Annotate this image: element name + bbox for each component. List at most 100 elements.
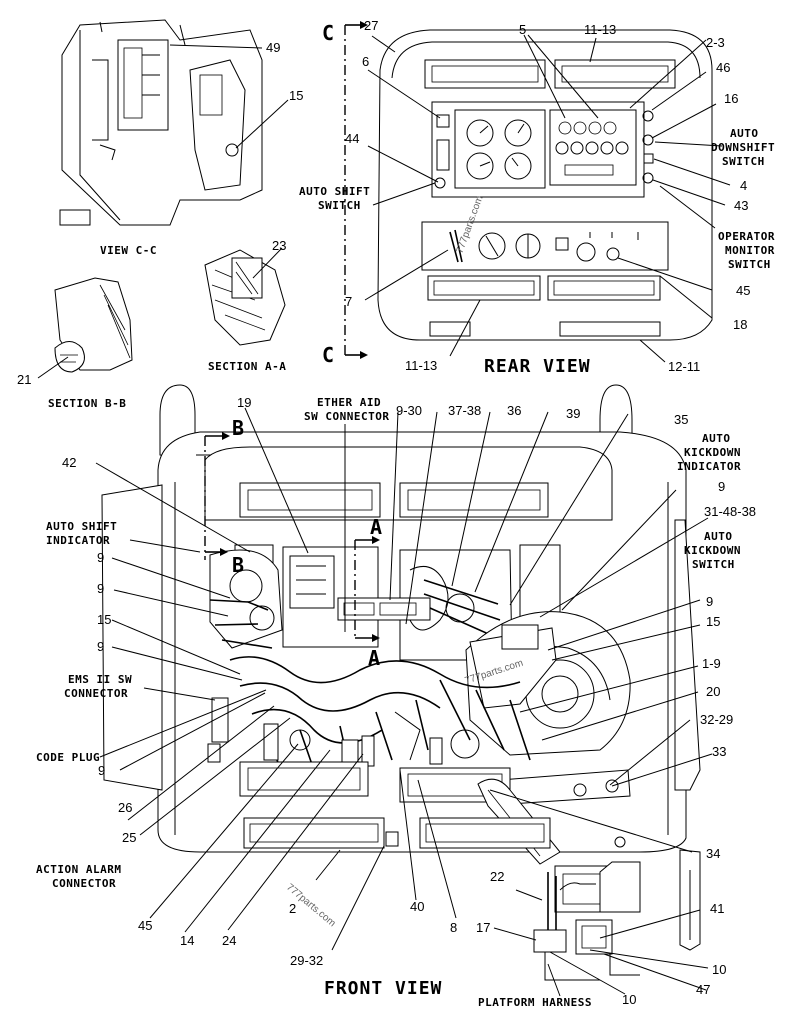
- callout-25: 25: [122, 830, 136, 845]
- callout-45-rear: 45: [736, 283, 750, 298]
- note-action-alarm-2: CONNECTOR: [52, 877, 116, 890]
- section-line-cc: C C: [322, 21, 368, 367]
- callout-9-right-top: 9: [718, 479, 725, 494]
- callout-numbers: 49 15 23 21 27 5 11-13 6 2-3 46 16 44 4 …: [17, 18, 756, 1007]
- callout-1-9: 1-9: [702, 656, 721, 671]
- callout-22: 22: [490, 869, 504, 884]
- front-view-drawing: [101, 384, 701, 981]
- callout-5: 5: [519, 22, 526, 37]
- note-auto-shift-switch-1: AUTO SHIFT: [299, 185, 370, 198]
- callout-9-left-a: 9: [97, 550, 104, 565]
- callout-29-32: 29-32: [290, 953, 323, 968]
- callout-2: 2: [289, 901, 296, 916]
- callout-35: 35: [674, 412, 688, 427]
- note-platform-harness: PLATFORM HARNESS: [478, 996, 592, 1009]
- note-operator-monitor-3: SWITCH: [728, 258, 771, 271]
- callout-11-13-bottom: 11-13: [405, 358, 437, 373]
- note-auto-kickdown-sw-1: AUTO: [704, 530, 733, 543]
- section-mark-c-bottom: C: [322, 343, 334, 367]
- note-auto-shift-ind-1: AUTO SHIFT: [46, 520, 117, 533]
- callout-24: 24: [222, 933, 236, 948]
- section-line-aa: A A: [354, 515, 382, 670]
- callout-31-48-38: 31-48-38: [704, 504, 756, 519]
- callout-9-30: 9-30: [396, 403, 422, 418]
- section-line-bb: B B: [204, 416, 244, 577]
- rear-view-drawing: [377, 29, 713, 341]
- callout-33: 33: [712, 744, 726, 759]
- callout-37-38: 37-38: [448, 403, 481, 418]
- title-section-aa: SECTION A-A: [208, 360, 286, 373]
- callout-9-left-c: 9: [97, 639, 104, 654]
- callout-15-left: 15: [97, 612, 111, 627]
- callout-45-front: 45: [138, 918, 152, 933]
- note-ems-2: CONNECTOR: [64, 687, 128, 700]
- callout-32-29: 32-29: [700, 712, 733, 727]
- callout-23: 23: [272, 238, 286, 253]
- leader-lines: [37, 34, 731, 997]
- callout-15-right: 15: [706, 614, 720, 629]
- callout-39: 39: [566, 406, 580, 421]
- callout-20: 20: [706, 684, 720, 699]
- section-aa-drawing: [204, 249, 286, 346]
- note-auto-shift-switch-2: SWITCH: [318, 199, 361, 212]
- note-auto-kickdown-ind-3: INDICATOR: [677, 460, 741, 473]
- callout-44: 44: [345, 131, 359, 146]
- note-auto-shift-ind-2: INDICATOR: [46, 534, 110, 547]
- note-action-alarm-1: ACTION ALARM: [36, 863, 121, 876]
- section-mark-a-top: A: [370, 515, 382, 539]
- callout-8: 8: [450, 920, 457, 935]
- note-ether-aid-2: SW CONNECTOR: [304, 410, 389, 423]
- title-section-bb: SECTION B-B: [48, 397, 126, 410]
- callout-14: 14: [180, 933, 194, 948]
- callout-42: 42: [62, 455, 76, 470]
- note-ems-1: EMS II SW: [68, 673, 132, 686]
- section-mark-c-top: C: [322, 21, 334, 45]
- callout-2-3: 2-3: [706, 35, 725, 50]
- callout-10-right: 10: [712, 962, 726, 977]
- callout-7: 7: [345, 294, 352, 309]
- callout-17: 17: [476, 920, 490, 935]
- view-titles: VIEW C-C SECTION A-A SECTION B-B REAR VI…: [48, 244, 591, 999]
- callout-11-13-top: 11-13: [584, 22, 616, 37]
- note-ether-aid-1: ETHER AID: [317, 396, 381, 409]
- note-auto-downshift-3: SWITCH: [722, 155, 765, 168]
- callout-26: 26: [118, 800, 132, 815]
- section-bb-drawing: [54, 277, 133, 373]
- callout-46: 46: [716, 60, 730, 75]
- title-front-view: FRONT VIEW: [324, 978, 442, 999]
- note-auto-downshift-2: DOWNSHIFT: [711, 141, 775, 154]
- note-auto-kickdown-sw-3: SWITCH: [692, 558, 735, 571]
- section-mark-b-bottom: B: [232, 553, 244, 577]
- title-rear-view: REAR VIEW: [484, 356, 591, 377]
- note-auto-kickdown-ind-2: KICKDOWN: [684, 446, 741, 459]
- callout-27: 27: [364, 18, 378, 33]
- note-operator-monitor-2: MONITOR: [725, 244, 775, 257]
- callout-41: 41: [710, 901, 724, 916]
- callout-34: 34: [706, 846, 720, 861]
- callout-21: 21: [17, 372, 31, 387]
- callout-9-right-mid: 9: [706, 594, 713, 609]
- title-view-cc: VIEW C-C: [100, 244, 157, 257]
- callout-12-11: 12-11: [668, 359, 700, 374]
- callout-4: 4: [740, 178, 747, 193]
- section-mark-a-bottom: A: [368, 646, 380, 670]
- note-auto-kickdown-ind-1: AUTO: [702, 432, 731, 445]
- callout-18: 18: [733, 317, 747, 332]
- callout-36: 36: [507, 403, 521, 418]
- callout-10-bottom: 10: [622, 992, 636, 1007]
- note-operator-monitor-1: OPERATOR: [718, 230, 775, 243]
- callout-9-left-b: 9: [97, 581, 104, 596]
- callout-47: 47: [696, 982, 710, 997]
- callout-6: 6: [362, 54, 369, 69]
- notes: AUTO SHIFT SWITCH AUTO DOWNSHIFT SWITCH …: [36, 127, 775, 1009]
- note-auto-kickdown-sw-2: KICKDOWN: [684, 544, 741, 557]
- callout-15: 15: [289, 88, 303, 103]
- note-code-plug: CODE PLUG: [36, 751, 100, 764]
- callout-43: 43: [734, 198, 748, 213]
- view-cc-drawing: [59, 19, 263, 226]
- callout-40: 40: [410, 899, 424, 914]
- section-mark-b-top: B: [232, 416, 244, 440]
- callout-19: 19: [237, 395, 251, 410]
- note-auto-downshift-1: AUTO: [730, 127, 759, 140]
